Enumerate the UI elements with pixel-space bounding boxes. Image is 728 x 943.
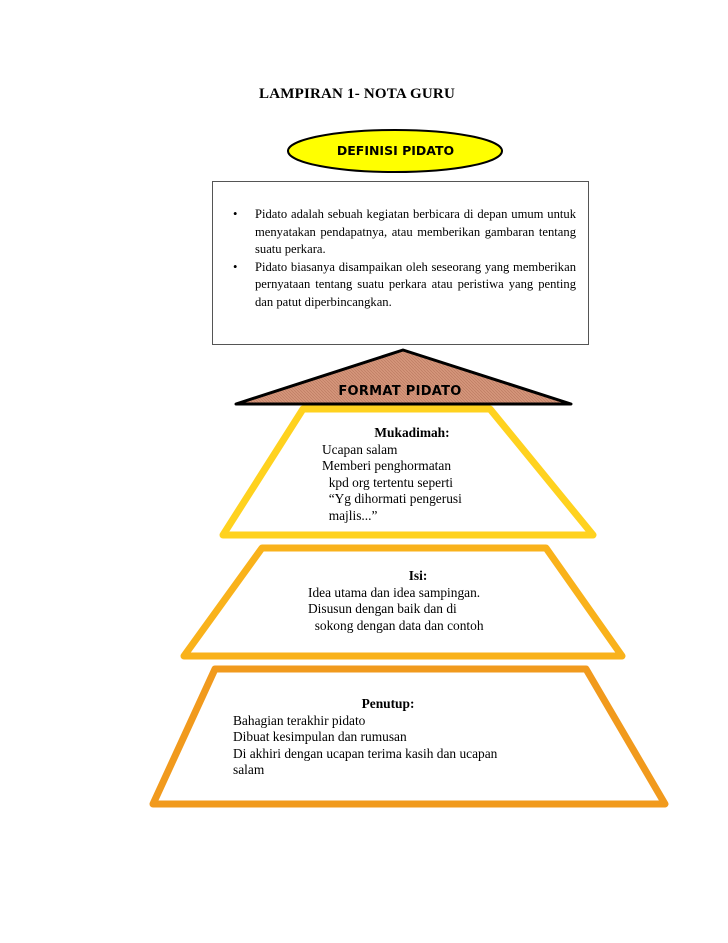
page-title: LAMPIRAN 1- NOTA GURU <box>259 86 455 102</box>
tier-isi-shape <box>180 544 626 660</box>
penutup-line: salam <box>233 762 265 777</box>
definisi-label: DEFINISI PIDATO <box>336 143 455 158</box>
tier-penutup-shape <box>149 665 669 808</box>
penutup-line: Bahagian terakhir pidato <box>233 712 366 728</box>
format-roof <box>234 348 573 406</box>
isi-line: Idea utama dan idea sampingan. <box>308 584 481 600</box>
mukadimah-section: Mukadimah: Ucapan salam Memberi penghorm… <box>322 425 502 524</box>
definisi-item: •Pidato biasanya disampaikan oleh seseor… <box>233 259 576 309</box>
penutup-section: Penutup: Bahagian terakhir pidato Dibuat… <box>233 696 543 779</box>
format-label: FORMAT PIDATO <box>338 384 462 399</box>
definisi-item: •Pidato adalah sebuah kegiatan berbicara… <box>233 207 576 256</box>
mukadimah-line: “Yg dihormati pengerusi <box>322 491 462 506</box>
penutup-heading: Penutup: <box>361 696 415 711</box>
mukadimah-line: Ucapan salam <box>322 441 398 457</box>
definisi-list: •Pidato adalah sebuah kegiatan berbicara… <box>233 206 576 311</box>
isi-line: sokong dengan data dan contoh <box>308 617 484 633</box>
definisi-oval <box>287 129 503 173</box>
isi-line: Disusun dengan baik dan di <box>308 601 457 616</box>
bullet-icon: • <box>233 207 238 221</box>
penutup-line: Di akhiri dengan ucapan terima kasih dan… <box>233 745 498 761</box>
mukadimah-line: kpd org tertentu seperti <box>322 474 454 490</box>
isi-heading: Isi: <box>408 568 428 583</box>
mukadimah-heading: Mukadimah: <box>374 425 450 440</box>
penutup-line: Dibuat kesimpulan dan rumusan <box>233 729 407 744</box>
mukadimah-line: Memberi penghormatan <box>322 458 452 473</box>
definisi-box: •Pidato adalah sebuah kegiatan berbicara… <box>212 181 589 345</box>
isi-section: Isi: Idea utama dan idea sampingan. Disu… <box>308 568 528 634</box>
tier-mukadimah-shape <box>219 405 597 539</box>
bullet-icon: • <box>233 259 238 274</box>
mukadimah-line: majlis...” <box>322 507 378 523</box>
